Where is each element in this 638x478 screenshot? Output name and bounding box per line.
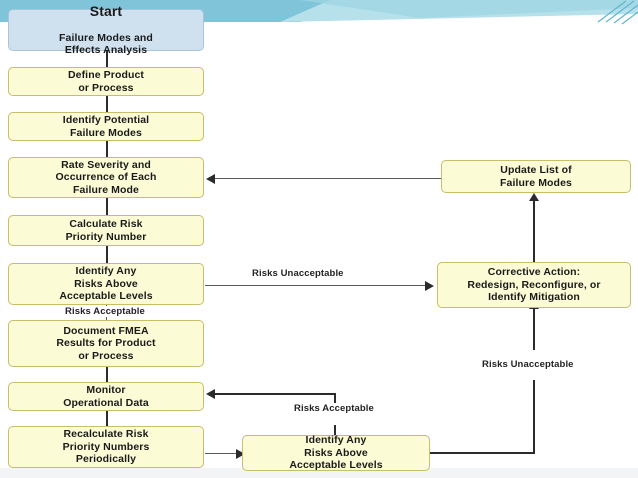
node-calculate-risk-priority-number[interactable]: Calculate Risk Priority Number bbox=[8, 215, 204, 246]
connector-identify-risks-lower-up-stub bbox=[334, 425, 336, 435]
node-update-list-of-failure-modes[interactable]: Update List of Failure Modes bbox=[441, 160, 631, 193]
node-recalculate-risk-priority-numbers[interactable]: Recalculate Risk Priority Numbers Period… bbox=[8, 426, 204, 468]
node-identify-potential-failure-modes[interactable]: Identify Potential Failure Modes bbox=[8, 112, 204, 141]
connector-identify-risks-lower-right bbox=[430, 452, 535, 454]
arrowhead-to-monitor bbox=[206, 389, 215, 399]
connector-recalculate-to-identify-risks-lower bbox=[205, 453, 239, 454]
connector-identify-risks-upper-to-corrective bbox=[205, 285, 430, 286]
banner-light-teal-shape bbox=[280, 0, 638, 22]
connector-identify-risks-lower-up-lower-seg bbox=[533, 380, 535, 453]
banner-mid-teal-shape bbox=[300, 0, 638, 18]
node-define-product-or-process[interactable]: Define Product or Process bbox=[8, 67, 204, 96]
node-rate-severity-and-occurrence[interactable]: Rate Severity and Occurrence of Each Fai… bbox=[8, 157, 204, 198]
arrowhead-to-identify-risks-lower bbox=[236, 449, 245, 459]
node-monitor-operational-data[interactable]: Monitor Operational Data bbox=[8, 382, 204, 411]
connector-define-to-identify-modes bbox=[106, 96, 108, 112]
node-start[interactable]: Start Failure Modes and Effects Analysis bbox=[8, 3, 204, 56]
node-identify-any-risks-above-acceptable-levels-lower[interactable]: Identify Any Risks Above Acceptable Leve… bbox=[242, 434, 430, 471]
connector-identify-risks-lower-up-to-monitor-row bbox=[334, 393, 336, 410]
connector-identify-modes-to-rate bbox=[106, 141, 108, 157]
arrowhead-to-update bbox=[529, 193, 539, 201]
connector-calculate-to-identify-risks-upper bbox=[106, 246, 108, 263]
connector-rate-to-calculate bbox=[106, 198, 108, 215]
node-corrective-action[interactable]: Corrective Action: Redesign, Reconfigure… bbox=[437, 262, 631, 308]
edge-label-risks-unacceptable-upper: Risks Unacceptable bbox=[249, 268, 347, 279]
edge-label-risks-acceptable-upper: Risks Acceptable bbox=[62, 306, 148, 317]
connector-corrective-to-update bbox=[533, 200, 535, 262]
connector-document-to-monitor bbox=[106, 367, 108, 382]
connector-start-to-define bbox=[106, 51, 108, 67]
connector-identify-risks-lower-up-upper-seg bbox=[533, 308, 535, 350]
node-start-title: Start bbox=[89, 3, 123, 20]
node-start-text-wrap: Start Failure Modes and Effects Analysis bbox=[59, 0, 153, 69]
bottom-strip bbox=[0, 468, 638, 478]
connector-identify-risks-lower-left-to-monitor bbox=[215, 393, 336, 395]
connector-monitor-to-recalculate bbox=[106, 411, 108, 426]
arrowhead-to-rate bbox=[206, 174, 215, 184]
node-document-fmea-results[interactable]: Document FMEA Results for Product or Pro… bbox=[8, 320, 204, 367]
edge-label-risks-acceptable-lower: Risks Acceptable bbox=[291, 403, 377, 414]
arrowhead-to-corrective-from-upper-risks bbox=[425, 281, 434, 291]
connector-update-to-rate bbox=[215, 178, 442, 179]
node-identify-any-risks-above-acceptable-levels-upper[interactable]: Identify Any Risks Above Acceptable Leve… bbox=[8, 263, 204, 305]
node-start-subtitle: Failure Modes and Effects Analysis bbox=[59, 31, 153, 57]
banner-diagonal-stripes bbox=[597, 0, 638, 25]
edge-label-risks-unacceptable-lower: Risks Unacceptable bbox=[479, 359, 577, 370]
